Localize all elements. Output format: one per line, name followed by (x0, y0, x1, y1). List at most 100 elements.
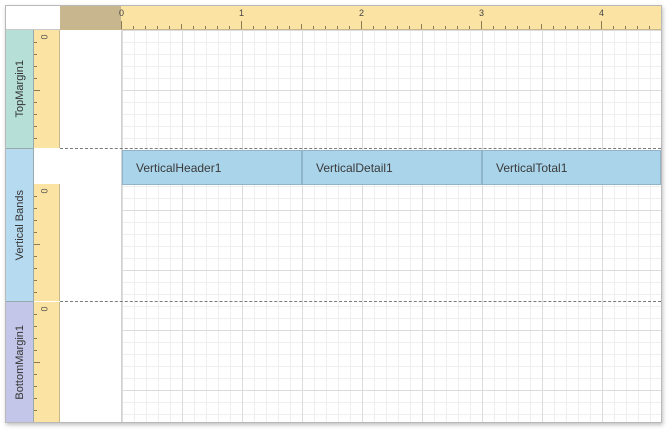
ruler-tick (589, 26, 590, 29)
ruler-tick (493, 26, 494, 29)
ruler-tick (34, 208, 37, 209)
band-caption-label: TopMargin1 (13, 60, 26, 118)
ruler-number: 2 (359, 8, 365, 18)
ruler-tick (397, 26, 398, 29)
ruler-tick (34, 350, 37, 351)
ruler-tick (325, 26, 326, 29)
vertical-band-label: VerticalDetail1 (316, 160, 393, 175)
ruler-tick (34, 326, 37, 327)
ruler-tick (34, 102, 37, 103)
ruler-tick (313, 26, 314, 29)
ruler-tick (577, 26, 578, 29)
ruler-tick (34, 374, 37, 375)
ruler-tick (181, 24, 182, 29)
ruler-tick (253, 26, 254, 29)
ruler-tick (34, 386, 37, 387)
ruler-tick (34, 220, 37, 221)
ruler-tick (205, 26, 206, 29)
ruler-tick (301, 24, 302, 29)
ruler-tick (445, 26, 446, 29)
ruler-corner (6, 6, 61, 30)
ruler-tick (469, 26, 470, 29)
vertical-ruler-zero: 0 (39, 188, 50, 194)
vertical-ruler-top-margin: 0 (34, 30, 60, 148)
ruler-tick (661, 24, 662, 29)
band-caption-top-margin[interactable]: TopMargin1 (6, 30, 34, 149)
ruler-tick (637, 26, 638, 29)
vertical-band-header[interactable]: VerticalHeader1 (122, 150, 302, 185)
ruler-tick (217, 26, 218, 29)
vertical-ruler-gap (34, 149, 59, 184)
snap-grid[interactable] (122, 30, 661, 422)
ruler-tick (649, 26, 650, 29)
ruler-tick (409, 26, 410, 29)
vertical-band-detail[interactable]: VerticalDetail1 (302, 150, 482, 185)
ruler-tick (241, 21, 242, 29)
ruler-tick (337, 26, 338, 29)
ruler-tick (34, 138, 37, 139)
ruler-tick (385, 26, 386, 29)
ruler-tick (505, 26, 506, 29)
ruler-tick (34, 256, 37, 257)
ruler-tick (34, 114, 37, 115)
ruler-tick (349, 26, 350, 29)
band-caption-label: BottomMargin1 (13, 324, 26, 400)
design-surface[interactable]: VerticalHeader1 VerticalDetail1 Vertical… (60, 30, 661, 422)
ruler-tick (34, 244, 40, 245)
ruler-number: 3 (479, 8, 485, 18)
vertical-ruler-bottom-margin: 0 (34, 302, 60, 422)
ruler-tick (277, 26, 278, 29)
horizontal-ruler[interactable]: 0 1 2 3 4 (60, 6, 661, 30)
ruler-tick (34, 280, 37, 281)
ruler-tick (481, 21, 482, 29)
ruler-tick (169, 26, 170, 29)
ruler-number: 1 (239, 8, 245, 18)
vertical-band-label: VerticalTotal1 (496, 160, 568, 175)
ruler-tick (289, 26, 290, 29)
ruler-tick (517, 26, 518, 29)
ruler-tick (34, 66, 37, 67)
ruler-tick (34, 410, 37, 411)
page-left-margin (60, 30, 122, 422)
ruler-tick (157, 26, 158, 29)
vertical-band-total[interactable]: VerticalTotal1 (482, 150, 661, 185)
ruler-tick (229, 26, 230, 29)
ruler-tick (265, 26, 266, 29)
ruler-tick (613, 26, 614, 29)
ruler-tick (34, 126, 37, 127)
vertical-ruler-vertical-bands: 0 (34, 184, 60, 301)
vertical-band-label: VerticalHeader1 (136, 160, 222, 175)
ruler-tick (601, 21, 602, 29)
band-separator-vertical-bands[interactable] (60, 301, 661, 302)
ruler-tick (121, 21, 122, 29)
ruler-tick (34, 268, 37, 269)
band-caption-bottom-margin[interactable]: BottomMargin1 (6, 302, 34, 422)
ruler-number: 0 (119, 8, 125, 18)
ruler-tick (34, 398, 37, 399)
report-designer-surface[interactable]: 0 1 2 3 4 TopMargin1 Vertical Bands BottomMa… (5, 5, 662, 423)
vertical-ruler-zero: 0 (39, 306, 50, 312)
ruler-tick (373, 26, 374, 29)
ruler-tick (34, 78, 37, 79)
ruler-tick (529, 26, 530, 29)
ruler-number: 4 (599, 8, 605, 18)
band-separator-top-margin[interactable] (60, 148, 661, 149)
ruler-tick (361, 21, 362, 29)
ruler-tick (34, 54, 37, 55)
ruler-tick (541, 24, 542, 29)
ruler-tick (34, 292, 37, 293)
ruler-tick (34, 232, 37, 233)
ruler-tick (34, 362, 40, 363)
ruler-tick (145, 26, 146, 29)
vertical-ruler-zero: 0 (39, 34, 50, 40)
band-caption-vertical-bands[interactable]: Vertical Bands (6, 149, 34, 302)
ruler-tick (625, 26, 626, 29)
left-margin-indicator (60, 6, 121, 29)
ruler-tick (133, 26, 134, 29)
ruler-tick (457, 26, 458, 29)
ruler-tick (433, 26, 434, 29)
ruler-tick (34, 196, 37, 197)
ruler-tick (553, 26, 554, 29)
ruler-tick (34, 314, 37, 315)
ruler-tick (34, 90, 40, 91)
